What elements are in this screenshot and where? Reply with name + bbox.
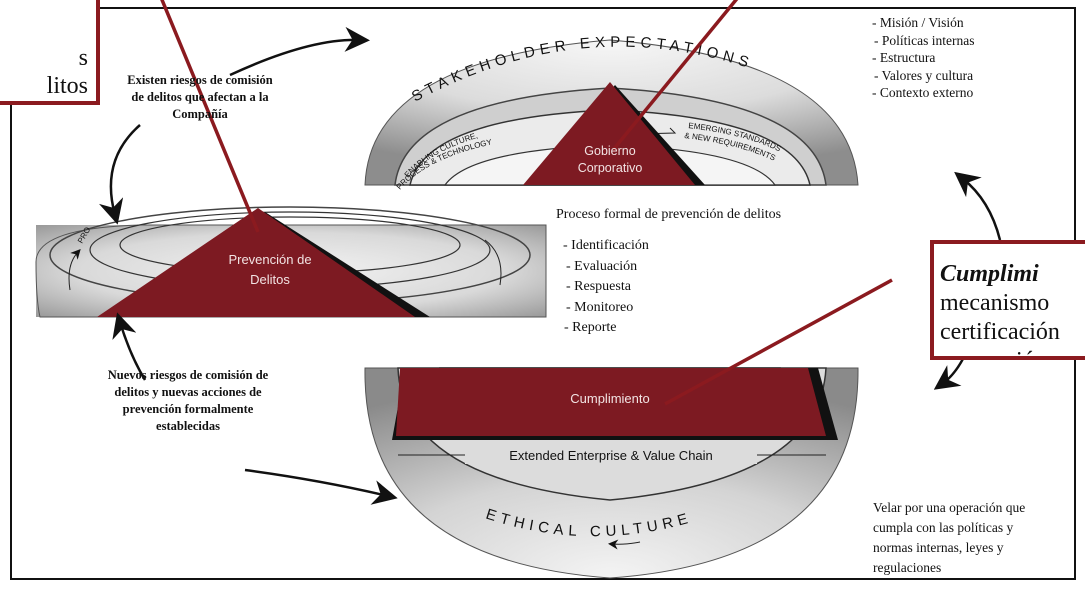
arrow-left-top xyxy=(98,124,141,225)
leader-line-prevencion xyxy=(160,0,260,233)
callout-right-line2: mecanismo xyxy=(940,290,1050,316)
top-right-list: - Misión / Visión - Políticas internas -… xyxy=(872,15,975,100)
callout-left-line1: s xyxy=(78,45,88,71)
callout-left: s litos xyxy=(0,0,100,105)
callout-right-line4: prevención xyxy=(934,347,1085,356)
process-title: Proceso formal de prevención de delitos xyxy=(556,207,782,222)
leader-line-gobierno xyxy=(611,0,739,152)
callout-right-line3: certificación xyxy=(940,319,1060,345)
prevencion-label: Prevención de Delitos xyxy=(228,252,312,287)
triangle-gobierno xyxy=(523,82,705,185)
callout-right: Cumplimi mecanismo certificación prevenc… xyxy=(930,240,1085,360)
arrow-right-top xyxy=(954,171,1002,241)
callout-left-line2: litos xyxy=(46,73,88,99)
extended-label: Extended Enterprise & Value Chain xyxy=(509,448,713,463)
gobierno-label: Gobierno Corporativo xyxy=(577,144,643,175)
extended-label-bg xyxy=(465,446,757,464)
arrow-top xyxy=(229,26,370,77)
arrow-bottom xyxy=(244,468,398,505)
triangle-cumplimiento xyxy=(392,368,838,440)
callout-right-line1: Cumplimi xyxy=(940,261,1039,287)
cumplimiento-label: Cumplimiento xyxy=(570,391,650,406)
bottom-right-note: Velar por una operación que cumpla con l… xyxy=(873,500,1026,575)
triangle-prevencion xyxy=(97,208,430,317)
arrow-left-bottom xyxy=(112,312,147,381)
top-left-note: Existen riesgos de comisión de delitos q… xyxy=(127,73,273,121)
leader-line-cumplimiento xyxy=(664,278,893,406)
bottom-left-note: Nuevos riesgos de comisión de delitos y … xyxy=(107,368,269,433)
process-list: - Identificación - Evaluación - Respuest… xyxy=(563,238,649,335)
